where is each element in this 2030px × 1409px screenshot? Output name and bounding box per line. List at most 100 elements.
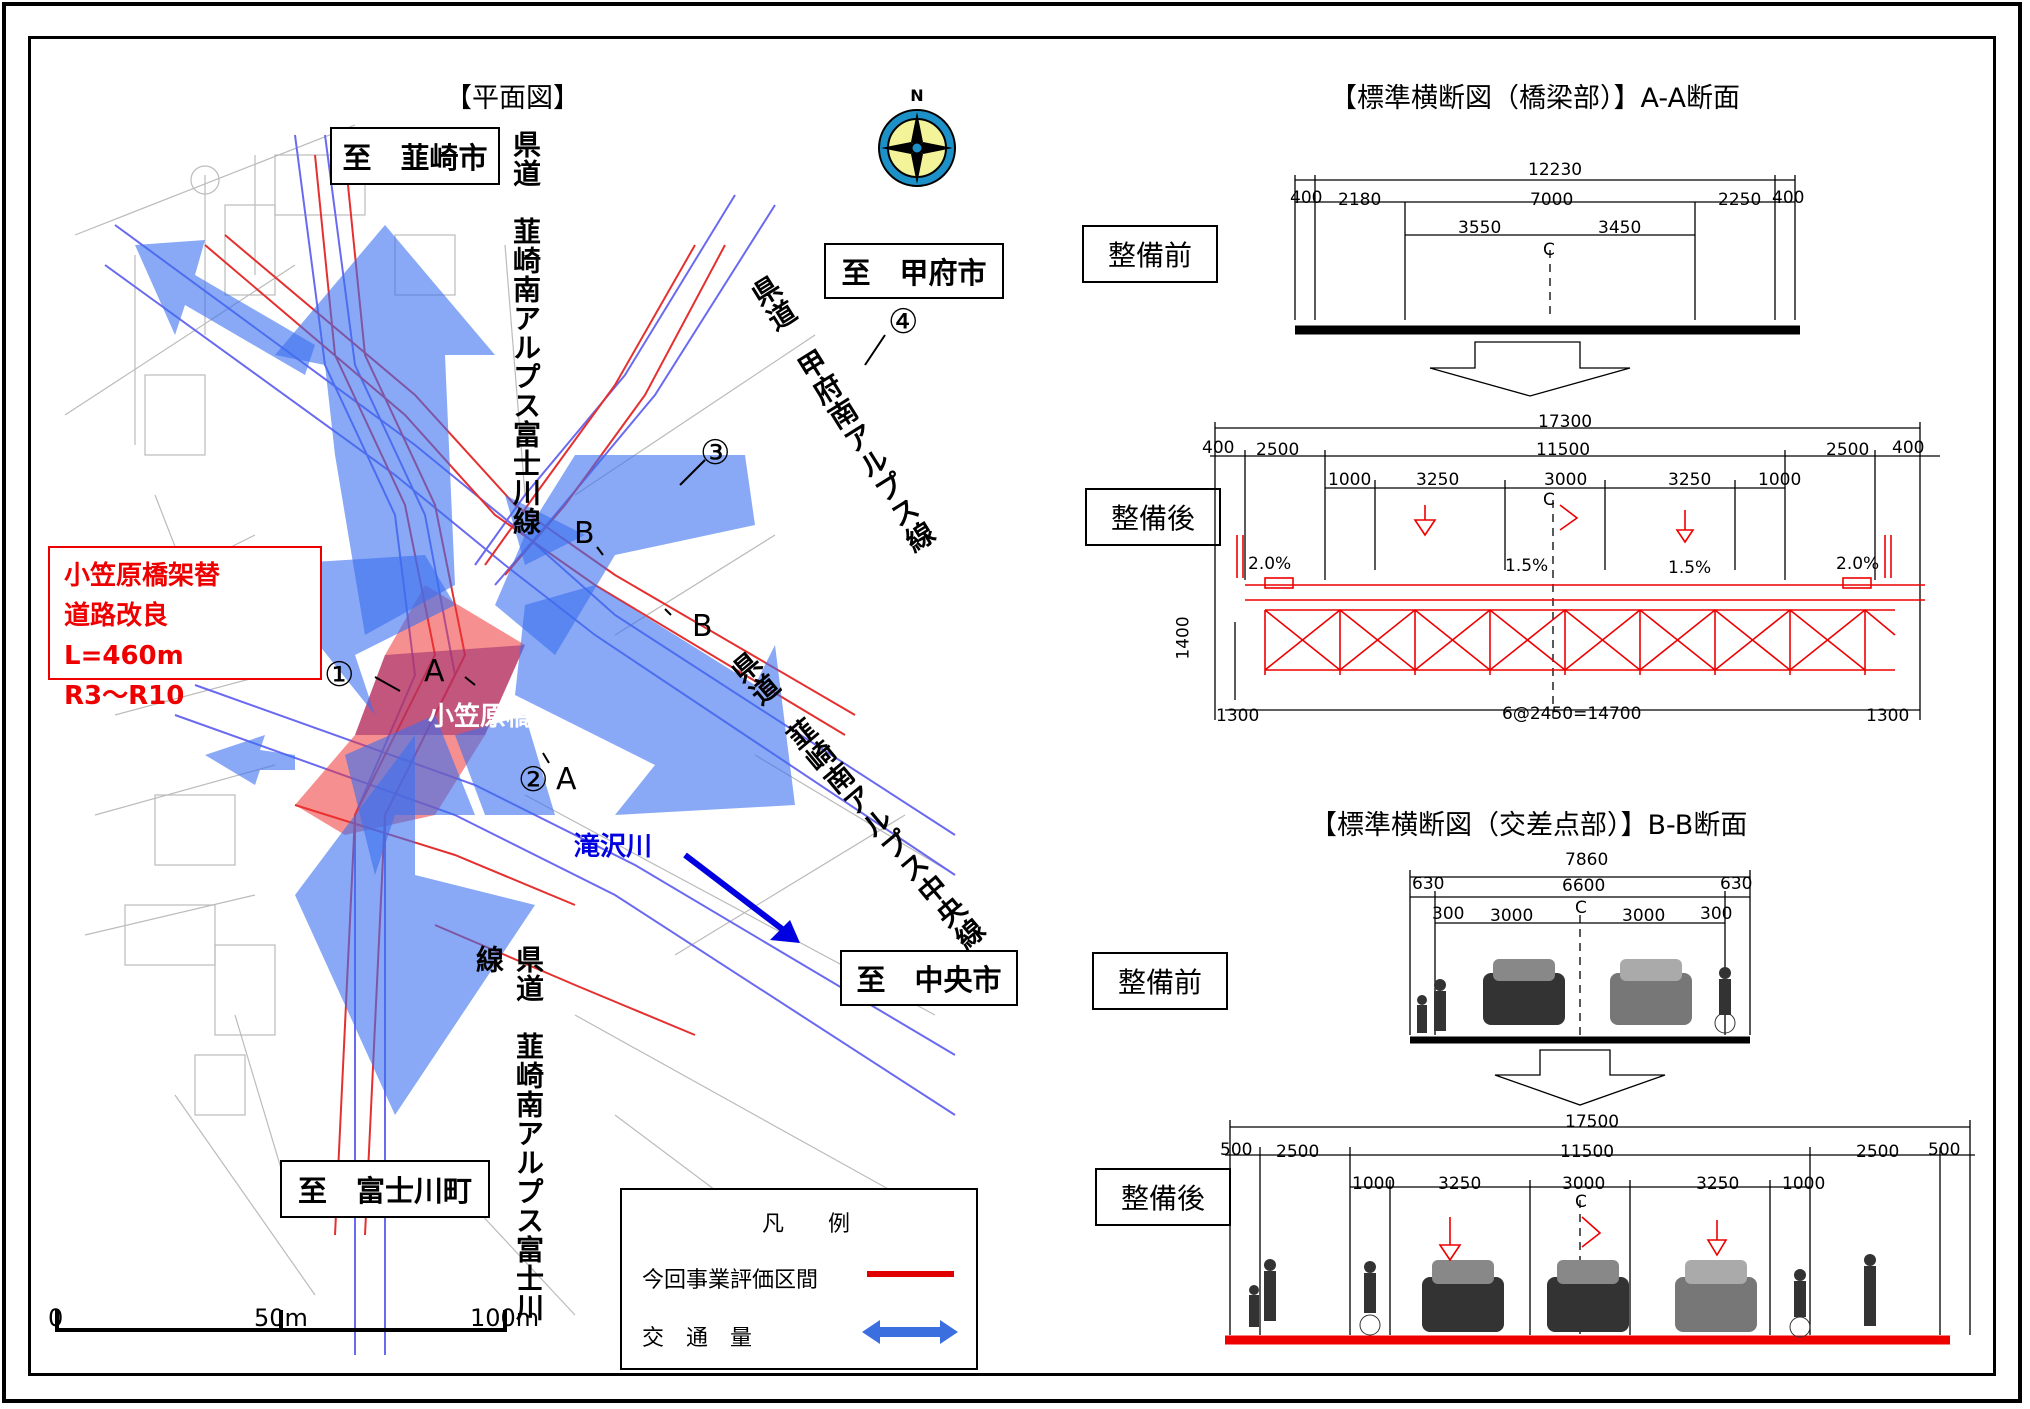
section-a-end: A bbox=[556, 762, 577, 797]
plan-map bbox=[55, 124, 956, 1355]
bb-before-dim-total: 7860 bbox=[1565, 850, 1609, 870]
legend-blue-arrow bbox=[862, 1320, 958, 1344]
aa-after-dim-right-edge: 400 bbox=[1892, 438, 1925, 458]
bb-after-dim-lane2: 3000 bbox=[1562, 1174, 1606, 1194]
bb-after-dim-shoulder-l: 1000 bbox=[1352, 1174, 1396, 1194]
bb-before-dim-shoulder-l: 300 bbox=[1432, 904, 1465, 924]
bb-after-dim-lane1: 3250 bbox=[1438, 1174, 1482, 1194]
aa-slope-center-right: 1.5% bbox=[1668, 558, 1712, 578]
bb-after-dim-left-walk: 2500 bbox=[1276, 1142, 1320, 1162]
destination-kofu: 至 甲府市 bbox=[824, 243, 1004, 299]
bb-before-dim-right-edge: 630 bbox=[1720, 874, 1753, 894]
aa-girder-height: 1400 bbox=[1173, 616, 1194, 660]
section-bb-title: 【標準横断図（交差点部）】B-B断面 bbox=[1310, 810, 1748, 841]
marker-1: ① bbox=[324, 655, 355, 695]
aa-after-dim-left-edge: 400 bbox=[1202, 438, 1235, 458]
aa-after-dim-road: 11500 bbox=[1536, 440, 1591, 460]
legend-swatches bbox=[862, 1271, 958, 1344]
aa-bridge-structure bbox=[1236, 504, 1925, 675]
aa-after-label: 整備後 bbox=[1085, 488, 1221, 546]
bb-after-dim-right-walk: 2500 bbox=[1856, 1142, 1900, 1162]
aa-slope-center-left: 1.5% bbox=[1505, 556, 1549, 576]
scale-label-0: 0 bbox=[48, 1304, 64, 1332]
bb-after-label: 整備後 bbox=[1095, 1168, 1231, 1226]
compass-n-label: N bbox=[910, 88, 923, 105]
section-a-start: A bbox=[424, 654, 445, 689]
bb-before-dim-lane1: 3000 bbox=[1490, 906, 1534, 926]
legend-item-traffic: 交 通 量 bbox=[642, 1326, 753, 1351]
bb-after-dim-shoulder-r: 1000 bbox=[1782, 1174, 1826, 1194]
project-name: 小笠原橋架替 bbox=[64, 561, 221, 591]
bb-before-dim-left-edge: 630 bbox=[1412, 874, 1445, 894]
traffic-arrows bbox=[135, 225, 795, 1115]
bb-before-dim-shoulder-r: 300 bbox=[1700, 904, 1733, 924]
bb-after-vehicles bbox=[1249, 1254, 1876, 1338]
marker-4: ④ bbox=[888, 302, 919, 342]
destination-nirasaki: 至 韮崎市 bbox=[330, 127, 500, 185]
legend-title: 凡 例 bbox=[762, 1212, 851, 1237]
aa-before-dim-total: 12230 bbox=[1528, 160, 1583, 180]
aa-before-label: 整備前 bbox=[1082, 225, 1218, 283]
aa-before-dim-lane1: 3550 bbox=[1458, 218, 1502, 238]
bridge-label: 小笠原橋 bbox=[428, 702, 533, 732]
aa-after-dim-lane1: 3250 bbox=[1416, 470, 1460, 490]
aa-before-dim-right-edge: 400 bbox=[1772, 188, 1805, 208]
bb-after-dim-right-edge: 500 bbox=[1928, 1140, 1961, 1160]
aa-span-left: 1300 bbox=[1216, 706, 1260, 726]
aa-slope-right: 2.0% bbox=[1836, 554, 1880, 574]
section-b-end: B bbox=[692, 609, 713, 644]
aa-after-dim-lane3: 3250 bbox=[1668, 470, 1712, 490]
plan-title: 【平面図】 bbox=[445, 83, 580, 114]
aa-before-dim-right-walk: 2250 bbox=[1718, 190, 1762, 210]
aa-after-dim-left-walk: 2500 bbox=[1256, 440, 1300, 460]
marker-arrows bbox=[374, 334, 886, 692]
section-b-start: B bbox=[574, 516, 595, 551]
destination-chuo: 至 中央市 bbox=[840, 950, 1018, 1006]
bb-after-dim-lane3: 3250 bbox=[1696, 1174, 1740, 1194]
legend-item-project: 今回事業評価区間 bbox=[642, 1268, 819, 1293]
river-label: 滝沢川 bbox=[574, 832, 653, 862]
aa-after-dim-total: 17300 bbox=[1538, 412, 1593, 432]
marker-3: ③ bbox=[700, 433, 731, 473]
aa-cross-section bbox=[1210, 175, 1940, 720]
aa-before-dim-lane2: 3450 bbox=[1598, 218, 1642, 238]
aa-after-dim-shoulder-r: 1000 bbox=[1758, 470, 1802, 490]
aa-span-right: 1300 bbox=[1866, 706, 1910, 726]
scale-bar bbox=[55, 1310, 507, 1332]
project-info-box: 小笠原橋架替 道路改良 L=460m R3〜R10 bbox=[48, 546, 322, 711]
aa-after-dim-shoulder-l: 1000 bbox=[1328, 470, 1372, 490]
aa-before-centerline: C bbox=[1543, 240, 1555, 260]
aa-before-dim-road: 7000 bbox=[1530, 190, 1574, 210]
bb-before-dim-road: 6600 bbox=[1562, 876, 1606, 896]
river-arrow bbox=[683, 852, 800, 943]
aa-after-dim-lane2: 3000 bbox=[1544, 470, 1588, 490]
aa-after-dim-right-walk: 2500 bbox=[1826, 440, 1870, 460]
project-length: 道路改良 L=460m bbox=[64, 601, 195, 671]
bb-after-dim-road: 11500 bbox=[1560, 1142, 1615, 1162]
bb-after-centerline: C bbox=[1575, 1192, 1587, 1212]
bb-before-vehicles bbox=[1417, 959, 1736, 1034]
destination-fujikawa: 至 富士川町 bbox=[280, 1160, 490, 1218]
aa-after-centerline: C bbox=[1543, 490, 1555, 510]
bb-after-dim-total: 17500 bbox=[1565, 1112, 1620, 1132]
scale-label-50: 50m bbox=[254, 1304, 308, 1332]
road-label-nirasaki-fujikawa-north: 県道 韮崎南アルプス富士川線 bbox=[509, 130, 542, 536]
bb-before-dim-lane2: 3000 bbox=[1622, 906, 1666, 926]
inner-frame bbox=[28, 36, 1996, 1376]
section-cut-lines bbox=[464, 546, 672, 764]
compass-icon: N bbox=[878, 88, 956, 187]
legend: 凡 例 今回事業評価区間 交 通 量 bbox=[620, 1188, 978, 1370]
section-aa-title: 【標準横断図（橋梁部）】A-A断面 bbox=[1330, 83, 1740, 114]
project-period: R3〜R10 bbox=[64, 681, 185, 711]
aa-span-main: 6@2450=14700 bbox=[1502, 704, 1642, 724]
aa-before-dim-left-walk: 2180 bbox=[1338, 190, 1382, 210]
road-label-nirasaki-fujikawa-south: 県道 韮崎南アルプス富士川線 bbox=[472, 945, 545, 1322]
aa-before-dim-left-edge: 400 bbox=[1290, 188, 1323, 208]
bb-lane-arrows bbox=[1438, 1216, 1728, 1262]
marker-2: ② bbox=[518, 760, 549, 800]
scale-label-100: 100m bbox=[470, 1304, 540, 1332]
bb-before-label: 整備前 bbox=[1092, 952, 1228, 1010]
aa-slope-left: 2.0% bbox=[1248, 554, 1292, 574]
bb-cross-section bbox=[1225, 870, 1975, 1345]
